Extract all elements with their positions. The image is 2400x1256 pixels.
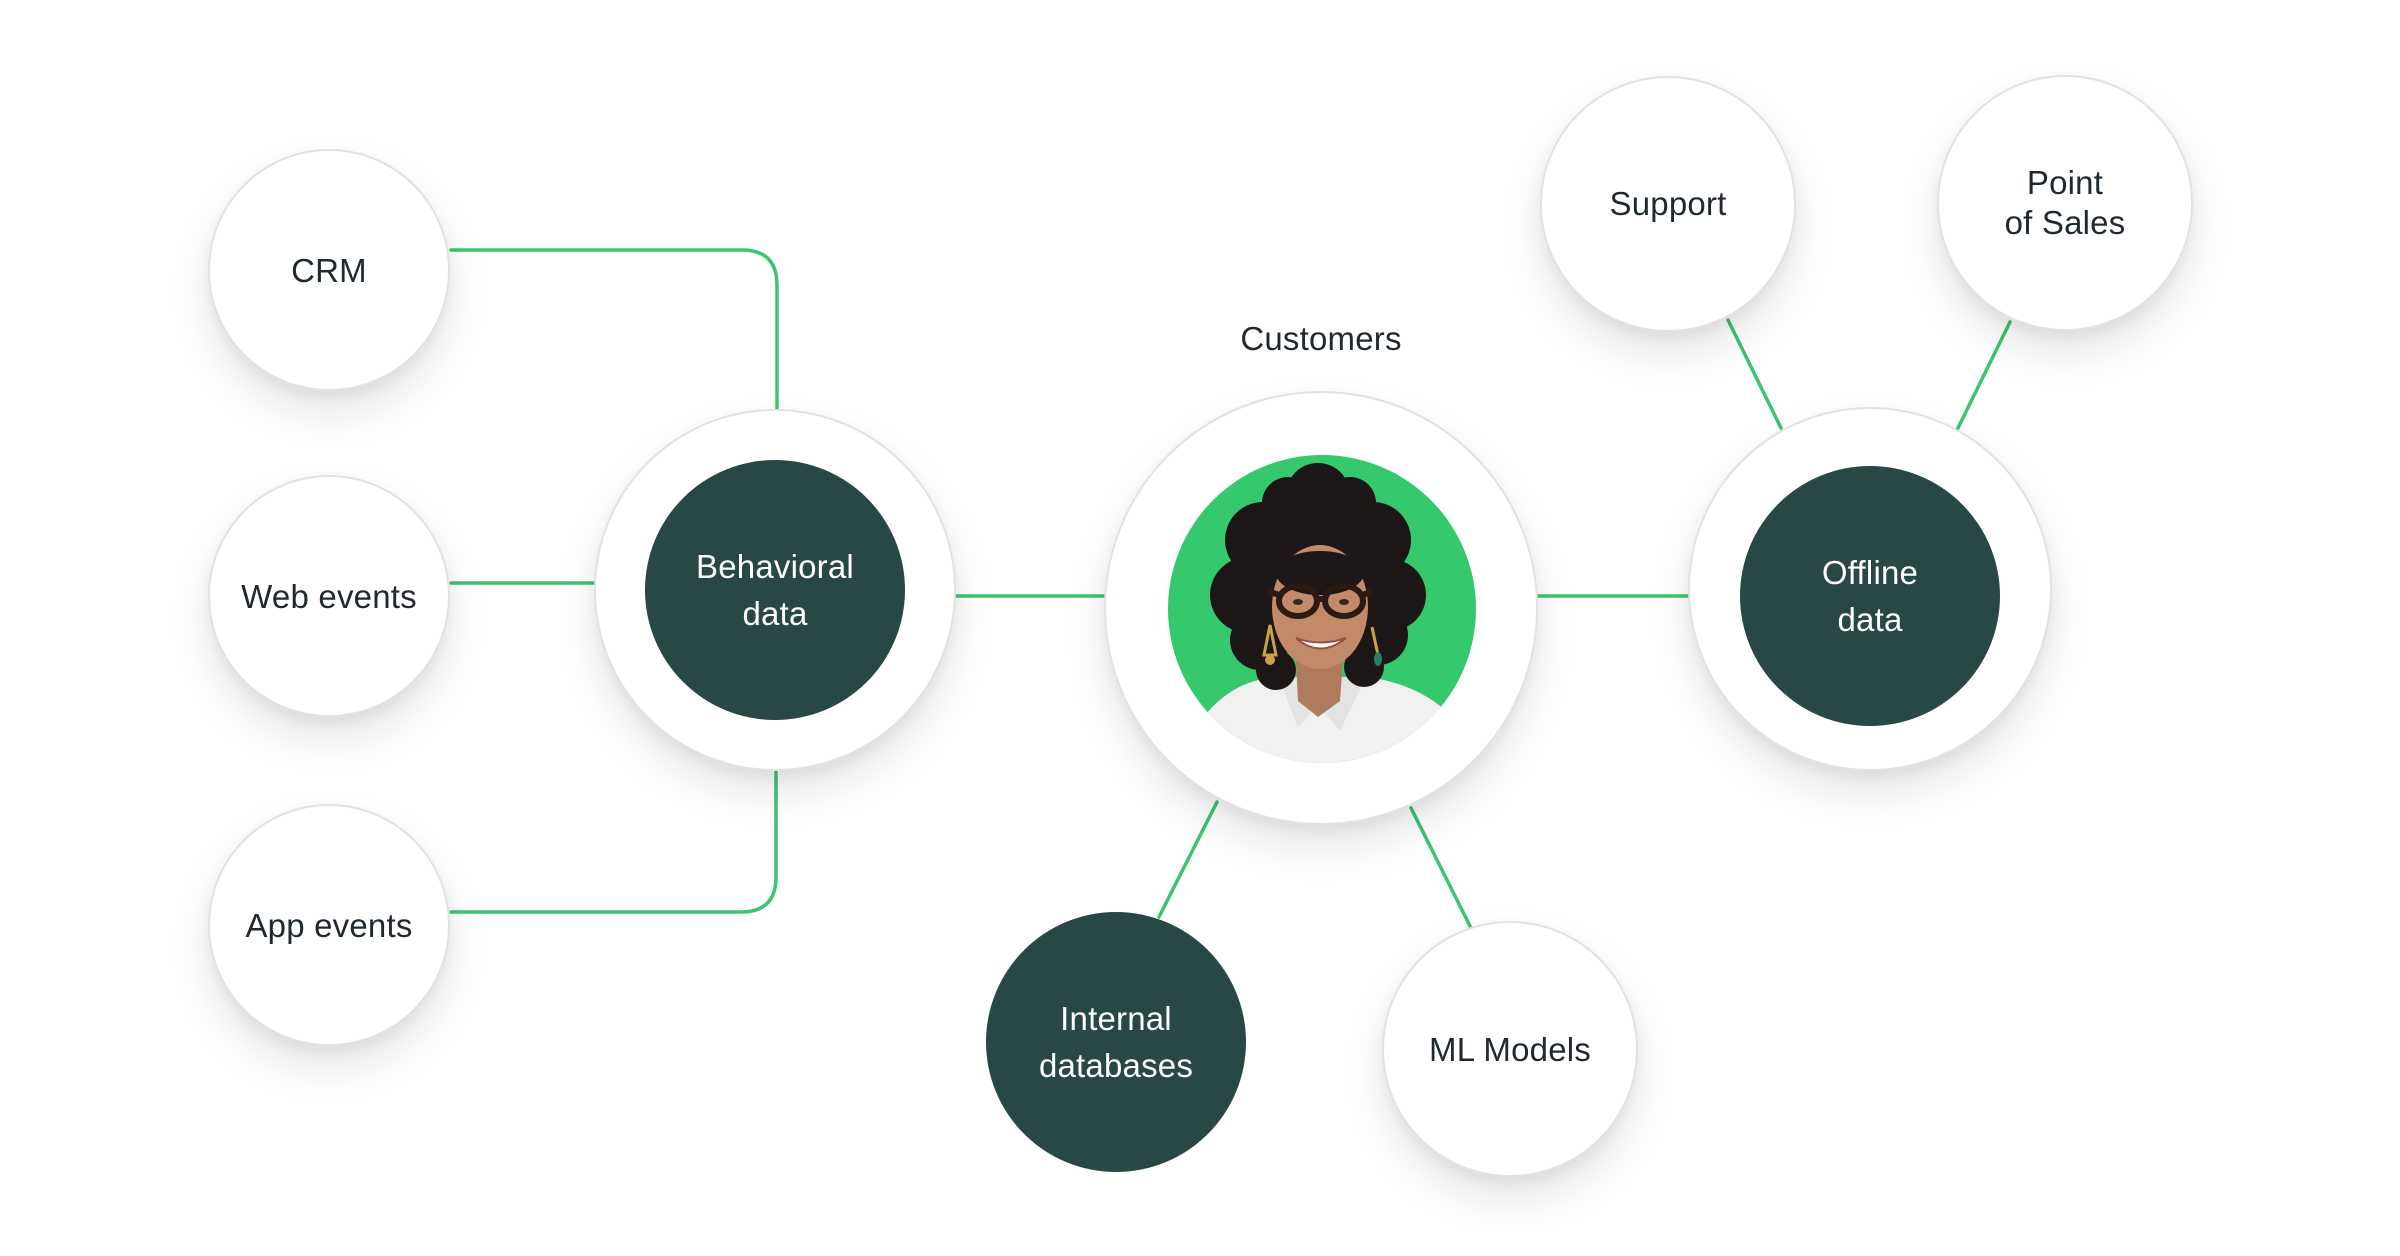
node-internal-databases[interactable]: Internal databases [986,912,1246,1172]
node-support[interactable]: Support [1540,76,1796,332]
node-behavioral-data-label: Behavioral data [696,548,854,632]
offline-data-core: Offline data [1740,466,2000,726]
node-offline-data[interactable]: Offline data [1688,407,2052,771]
customers-title: Customers [1240,320,1402,357]
connector-app-events-behavioral [449,768,778,914]
node-customers[interactable] [1104,391,1538,825]
connector-crm-behavioral [449,248,779,412]
node-ml-models-label: ML Models [1429,1030,1591,1068]
node-crm-label: CRM [291,251,367,289]
node-app-events-label: App events [245,906,413,944]
node-web-events-label: Web events [241,577,417,615]
node-ml-models[interactable]: ML Models [1382,921,1638,1177]
customer-portrait-icon [1178,463,1468,763]
node-internal-databases-label: Internal databases [1038,1000,1194,1084]
node-support-label: Support [1609,184,1727,222]
connector-customers-internal-databases [1157,800,1219,919]
node-app-events[interactable]: App events [208,804,450,1046]
connector-pos-offline [1955,320,2012,432]
node-crm[interactable]: CRM [208,149,450,391]
node-web-events[interactable]: Web events [208,475,450,717]
behavioral-data-core: Behavioral data [645,460,905,720]
connector-customers-ml-models [1409,806,1472,928]
node-offline-data-label: Offline data [1821,554,1919,638]
customer-portrait [1168,455,1476,763]
node-behavioral-data[interactable]: Behavioral data [594,409,956,771]
node-point-of-sales[interactable]: Point of Sales [1937,75,2193,331]
connector-support-offline [1726,318,1783,430]
node-point-of-sales-label: Point of Sales [2004,164,2126,241]
